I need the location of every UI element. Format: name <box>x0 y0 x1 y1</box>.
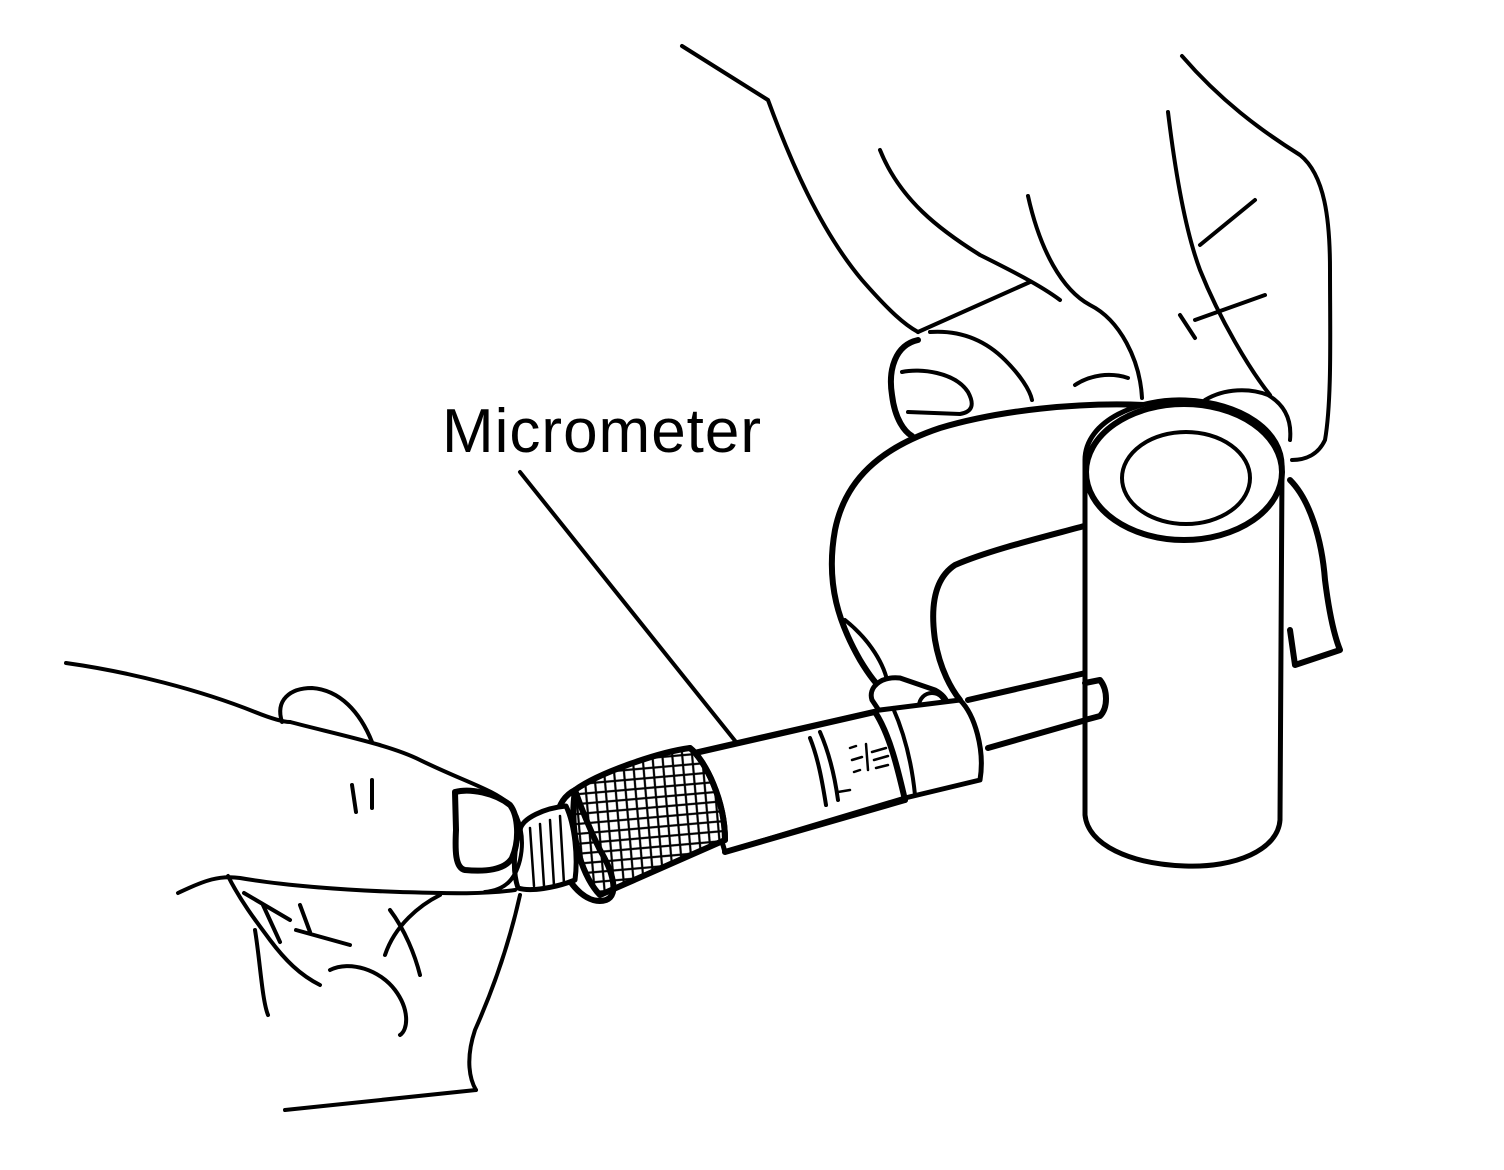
micrometer-frame <box>828 401 1343 703</box>
workpiece-cylinder <box>1082 397 1285 869</box>
micrometer-barrel <box>693 697 984 855</box>
leader-line <box>518 470 738 744</box>
lower-hand <box>64 661 524 1112</box>
micrometer-callout: Micrometer <box>442 397 762 744</box>
upper-hand <box>680 44 1333 462</box>
knurled-thimble <box>552 745 728 904</box>
callout-label: Micrometer <box>442 397 762 466</box>
